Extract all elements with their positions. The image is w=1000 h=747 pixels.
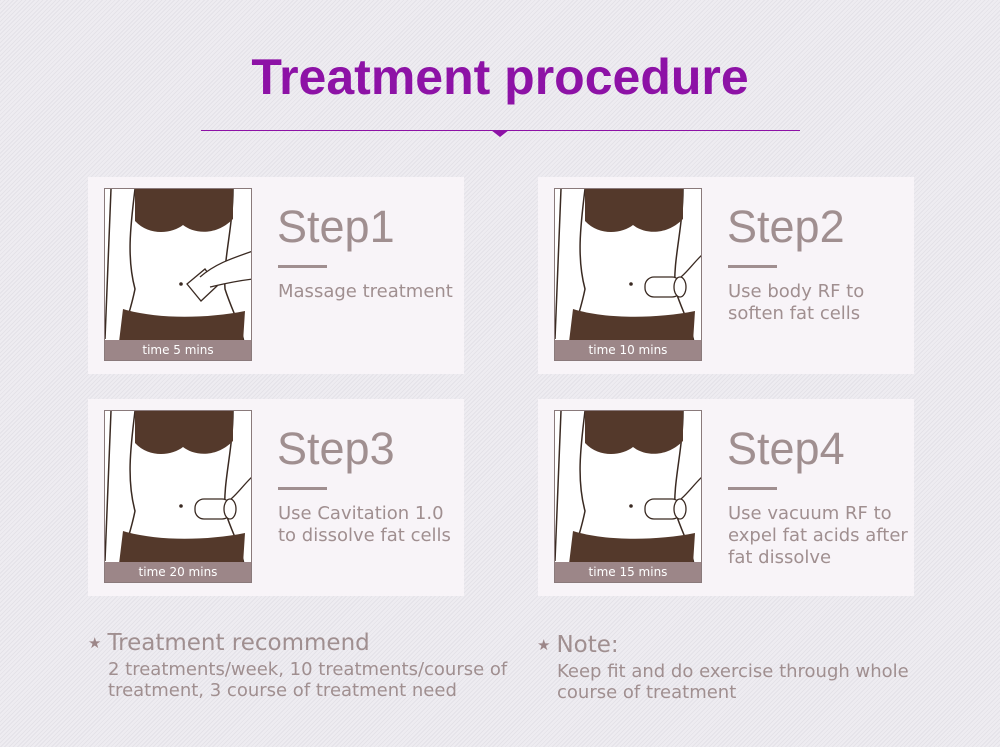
step-description: Massage treatment xyxy=(278,281,453,302)
time-caption: time 15 mins xyxy=(555,562,701,582)
step-card: time 5 mins Step1 Massage treatment xyxy=(88,177,464,374)
body-illustration: time 10 mins xyxy=(554,188,702,361)
step-description: Use Cavitation 1.0 to dissolve fat cells xyxy=(278,503,451,546)
time-caption: time 10 mins xyxy=(555,340,701,360)
step-card: time 10 mins Step2 Use body RF to soften… xyxy=(538,177,914,374)
divider-notch xyxy=(491,130,509,137)
step-title: Step3 xyxy=(277,423,395,474)
step-divider xyxy=(728,487,777,490)
recommend-body: 2 treatments/week, 10 treatments/course … xyxy=(108,659,508,701)
step-card: time 15 mins Step4 Use vacuum RF to expe… xyxy=(538,399,914,596)
treatment-recommend: ★ Treatment recommend 2 treatments/week, … xyxy=(88,630,528,701)
step-divider xyxy=(278,265,327,268)
body-illustration: time 15 mins xyxy=(554,410,702,583)
body-illustration: time 5 mins xyxy=(104,188,252,361)
step-card: time 20 mins Step3 Use Cavitation 1.0 to… xyxy=(88,399,464,596)
step-description: Use vacuum RF to expel fat acids after f… xyxy=(728,503,908,568)
step-title: Step1 xyxy=(277,201,395,252)
time-caption: time 5 mins xyxy=(105,340,251,360)
step-description: Use body RF to soften fat cells xyxy=(728,281,865,324)
step-title: Step4 xyxy=(727,423,845,474)
star-icon: ★ xyxy=(88,634,102,652)
page-title: Treatment procedure xyxy=(251,49,749,105)
note-body: Keep fit and do exercise through whole c… xyxy=(557,661,909,703)
step-title: Step2 xyxy=(727,201,845,252)
recommend-heading: Treatment recommend xyxy=(107,630,370,656)
star-icon: ★ xyxy=(537,636,551,654)
body-illustration: time 20 mins xyxy=(104,410,252,583)
step-divider xyxy=(278,487,327,490)
note-heading: Note: xyxy=(556,632,619,658)
note: ★ Note: Keep fit and do exercise through … xyxy=(537,632,957,703)
step-divider xyxy=(728,265,777,268)
time-caption: time 20 mins xyxy=(105,562,251,582)
